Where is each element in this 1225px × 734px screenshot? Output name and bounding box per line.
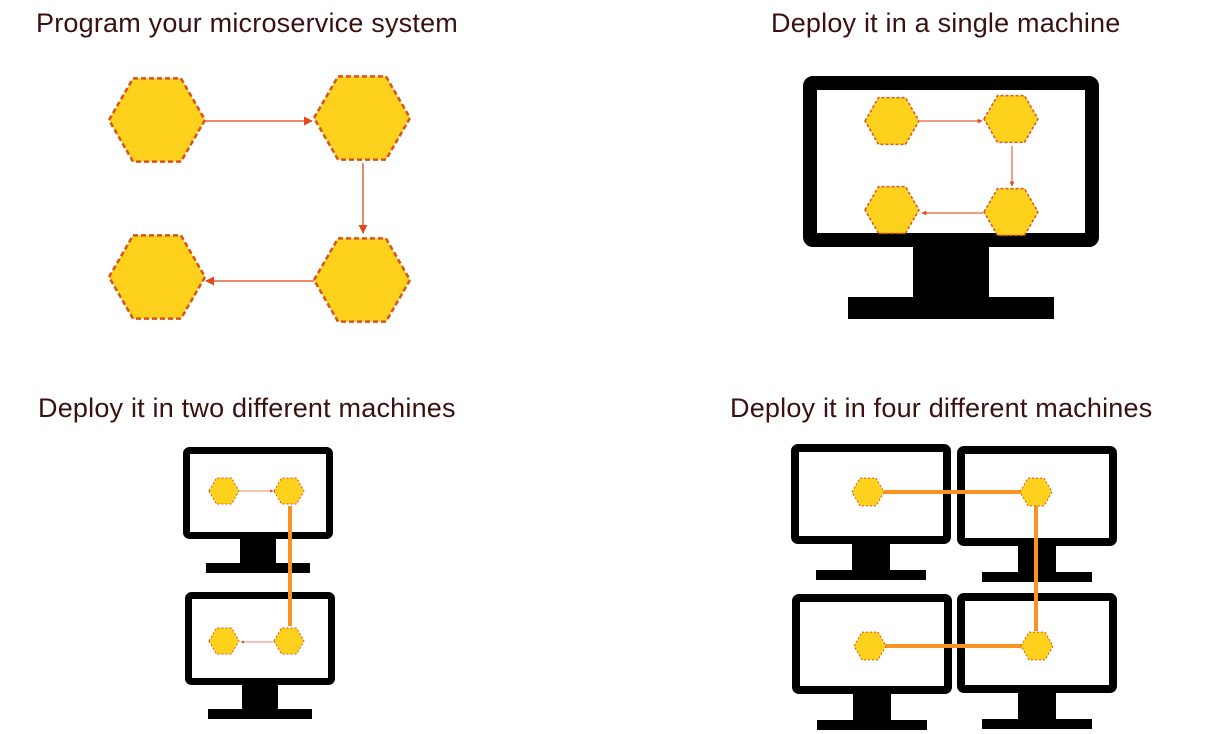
monitor-screen xyxy=(803,76,1099,247)
microservice-hexagon xyxy=(851,477,885,507)
microservice-hexagon xyxy=(983,94,1039,144)
monitor-base xyxy=(206,563,310,573)
microservice-hexagon xyxy=(864,96,920,146)
monitor-base xyxy=(816,570,926,580)
monitor-screen xyxy=(183,447,333,539)
microservice-hexagon xyxy=(273,627,305,655)
microservice-hexagon xyxy=(1019,477,1053,507)
panel-title-single-machine: Deploy it in a single machine xyxy=(771,8,1121,38)
monitor-stand xyxy=(242,685,278,709)
panel-title-two-machines: Deploy it in two different machines xyxy=(38,393,456,423)
monitor-stand xyxy=(913,247,989,297)
microservice-hexagon xyxy=(864,185,920,235)
monitor-base xyxy=(982,719,1092,729)
monitor-base xyxy=(848,297,1054,319)
microservice-hexagon xyxy=(273,477,305,505)
monitor-base xyxy=(208,709,312,719)
monitor-stand xyxy=(853,694,891,720)
monitor-stand xyxy=(1018,693,1056,719)
monitor-stand xyxy=(852,544,890,570)
microservice-hexagon xyxy=(853,631,887,661)
microservice-hexagon xyxy=(107,234,207,320)
microservice-hexagon xyxy=(983,187,1039,237)
microservice-hexagon xyxy=(312,75,412,161)
monitor-base xyxy=(817,720,927,730)
panel-title-four-machines: Deploy it in four different machines xyxy=(730,393,1153,423)
microservice-hexagon xyxy=(107,77,207,163)
monitor-screen xyxy=(185,592,335,685)
microservice-hexagon xyxy=(1020,631,1054,661)
panel-title-program: Program your microservice system xyxy=(36,8,458,38)
microservice-hexagon xyxy=(208,627,240,655)
microservice-hexagon xyxy=(312,237,412,323)
monitor-stand xyxy=(240,539,276,563)
